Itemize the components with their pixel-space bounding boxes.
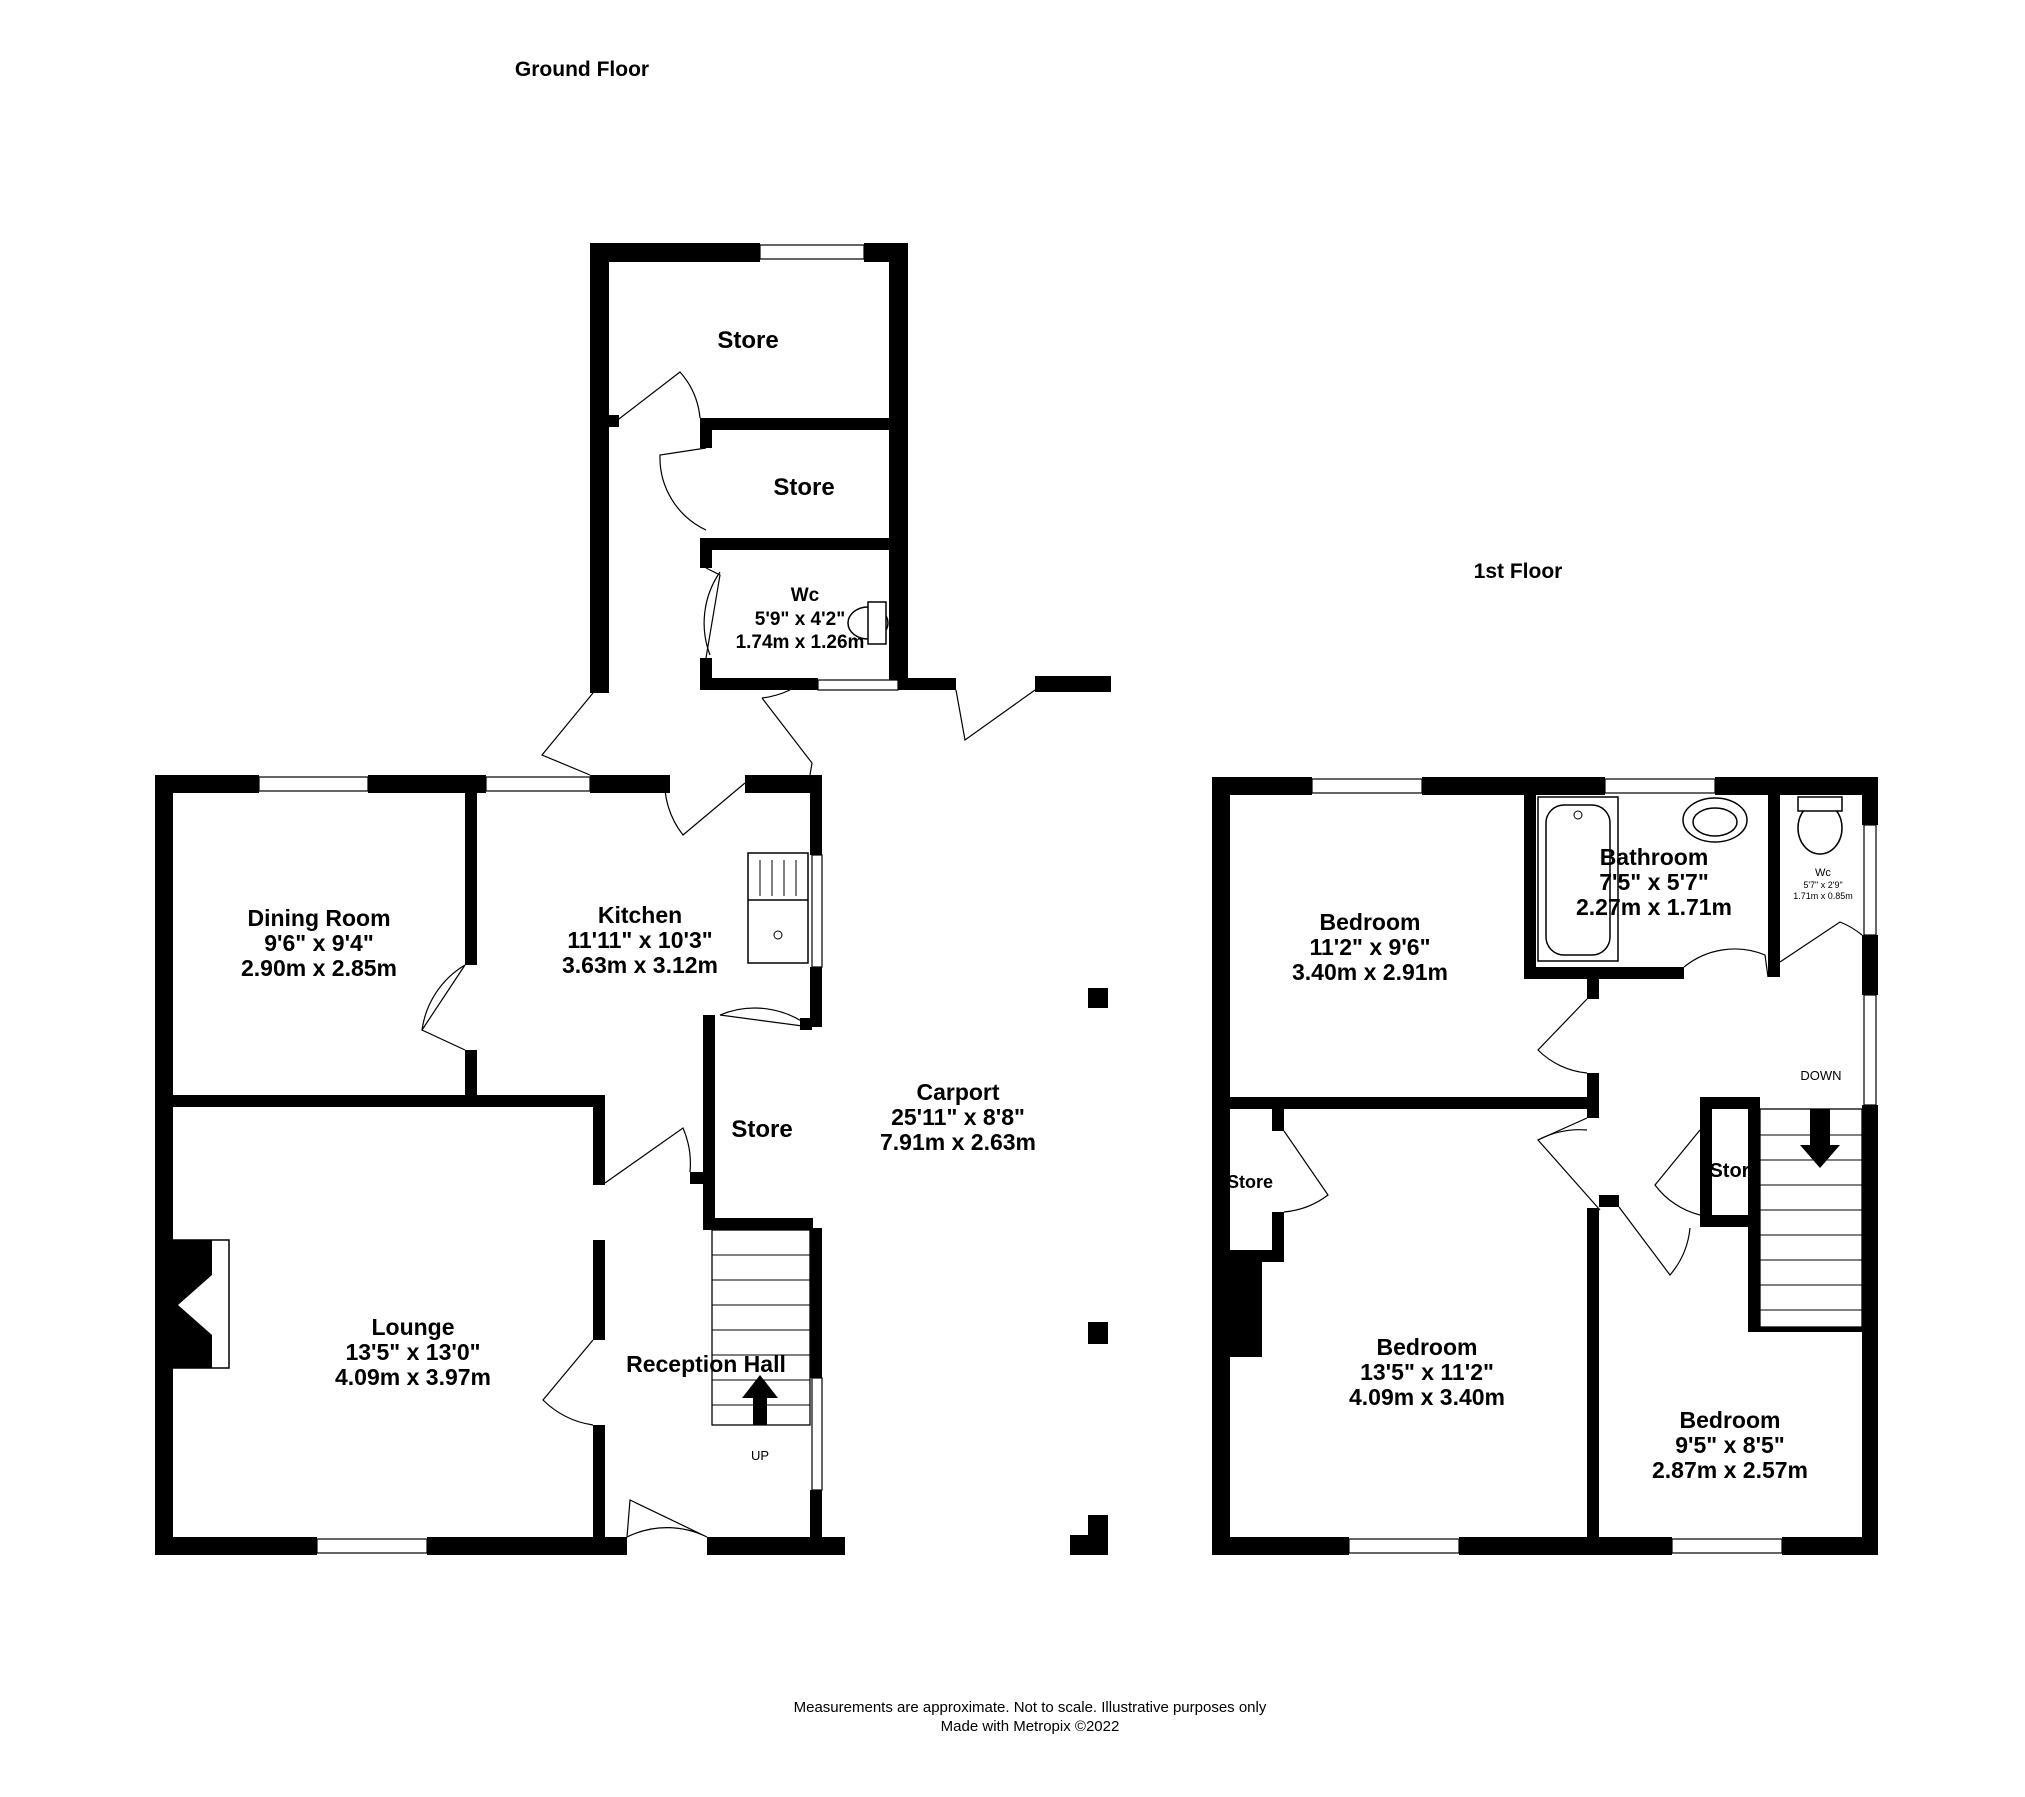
room-dining-name: Dining Room	[247, 905, 390, 931]
room-bedroom3-metric: 2.87m x 2.57m	[1652, 1457, 1808, 1483]
room-wc-first-metric: 1.71m x 0.85m	[1793, 891, 1853, 901]
outbuilding-walls	[590, 243, 1111, 693]
room-carport-name: Carport	[916, 1079, 999, 1105]
room-bedroom1-metric: 3.40m x 2.91m	[1292, 959, 1448, 985]
first-doors	[1283, 921, 1863, 1276]
room-kitchen-imperial: 11'11" x 10'3"	[567, 927, 712, 953]
room-wc-first-name: Wc	[1815, 867, 1831, 879]
bathtub-icon	[1537, 796, 1619, 962]
room-reception-name: Reception Hall	[626, 1351, 786, 1377]
room-store-first-left-name: Store	[1227, 1172, 1273, 1192]
room-bathroom-name: Bathroom	[1600, 844, 1709, 870]
sink-icon	[747, 852, 809, 964]
footer-credit: Made with Metropix ©2022	[941, 1718, 1120, 1735]
room-bedroom2-imperial: 13'5" x 11'2"	[1360, 1359, 1494, 1385]
room-bedroom2-name: Bedroom	[1377, 1334, 1478, 1360]
toilet-icon	[847, 601, 889, 645]
room-lounge-name: Lounge	[371, 1314, 454, 1340]
room-carport-metric: 7.91m x 2.63m	[880, 1129, 1036, 1155]
room-lounge-metric: 4.09m x 3.97m	[335, 1364, 491, 1390]
room-bathroom-metric: 2.27m x 1.71m	[1576, 894, 1732, 920]
room-store-kitchen-name: Store	[731, 1116, 792, 1143]
room-wc-ground-metric: 1.74m x 1.26m	[736, 632, 865, 653]
ground-floor-title: Ground Floor	[515, 58, 649, 81]
room-store-mid-name: Store	[773, 474, 834, 501]
room-kitchen-metric: 3.63m x 3.12m	[562, 952, 718, 978]
stairs-down-label: DOWN	[1800, 1068, 1841, 1083]
first-floor	[1212, 777, 1878, 1555]
ground-walls	[155, 775, 845, 1555]
room-wc-ground-name: Wc	[791, 585, 820, 606]
room-bathroom-imperial: 7'5" x 5'7"	[1599, 869, 1709, 895]
room-kitchen-name: Kitchen	[598, 902, 682, 928]
outbuilding-doors	[614, 371, 1036, 742]
room-bedroom3-imperial: 9'5" x 8'5"	[1675, 1432, 1785, 1458]
room-wc-ground-imperial: 5'9" x 4'2"	[755, 609, 845, 630]
carport-posts	[1070, 676, 1111, 1555]
room-bedroom1-name: Bedroom	[1320, 909, 1421, 935]
fireplace	[172, 1239, 230, 1369]
room-dining-imperial: 9'6" x 9'4"	[264, 930, 374, 956]
room-carport-imperial: 25'11" x 8'8"	[891, 1104, 1025, 1130]
first-floor-title: 1st Floor	[1474, 560, 1563, 583]
room-bedroom3-name: Bedroom	[1680, 1407, 1781, 1433]
toilet-icon	[1797, 796, 1843, 855]
room-bedroom1-imperial: 11'2" x 9'6"	[1309, 934, 1430, 960]
room-bedroom2-metric: 4.09m x 3.40m	[1349, 1384, 1505, 1410]
room-store-first-right-name: Store	[1709, 1160, 1760, 1182]
room-dining-metric: 2.90m x 2.85m	[241, 955, 397, 981]
room-store-top-name: Store	[717, 327, 778, 354]
footer-disclaimer: Measurements are approximate. Not to sca…	[794, 1699, 1267, 1716]
first-staircase	[1759, 1108, 1863, 1328]
room-wc-first-imperial: 5'7" x 2'9"	[1803, 880, 1842, 890]
ground-doors	[421, 689, 813, 1539]
basin-icon	[1682, 797, 1748, 843]
stairs-up-label: UP	[751, 1448, 769, 1463]
ground-floor	[155, 243, 1111, 1555]
room-lounge-imperial: 13'5" x 13'0"	[345, 1339, 480, 1365]
ground-staircase	[711, 1229, 811, 1426]
